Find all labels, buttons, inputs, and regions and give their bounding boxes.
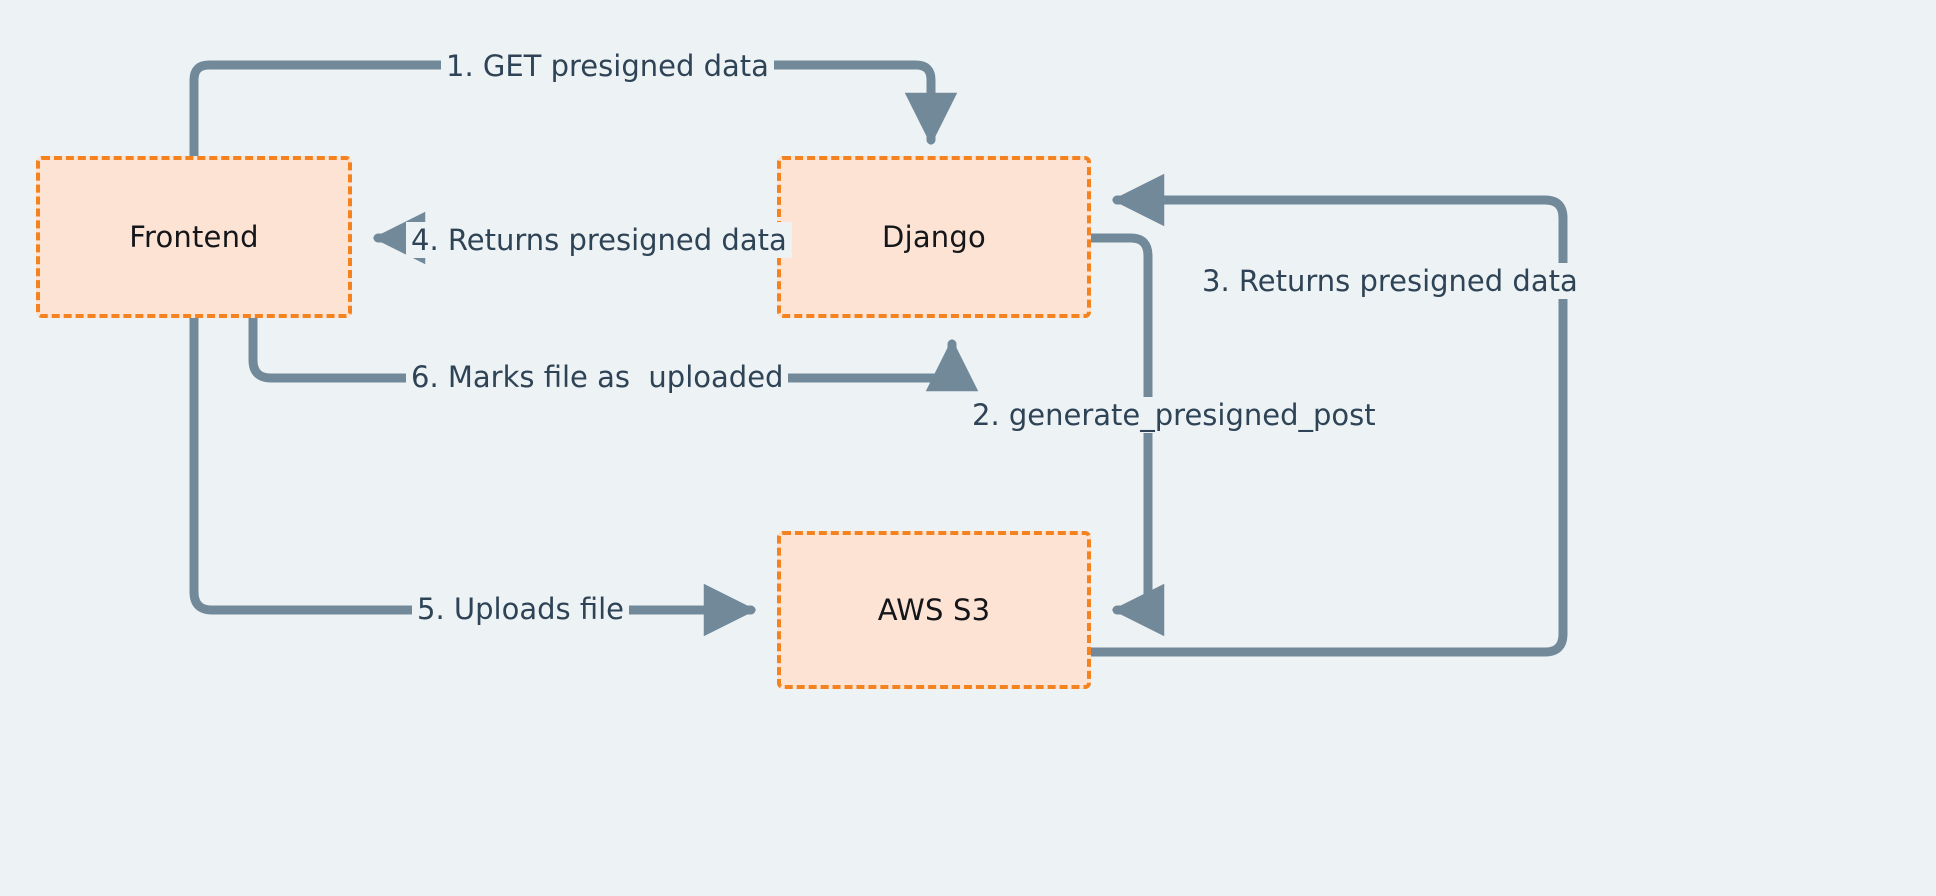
- edge-label-3-returns-presigned-data: 3. Returns presigned data: [1197, 263, 1583, 299]
- node-django-label: Django: [882, 220, 986, 254]
- edge-path-5-uploads-file: [189, 313, 757, 637]
- node-frontend-label: Frontend: [129, 220, 259, 254]
- edge-label-2-generate-presigned-post: 2. generate_presigned_post: [967, 397, 1381, 433]
- edge-label-5-uploads-file: 5. Uploads file: [412, 591, 629, 627]
- node-django[interactable]: Django: [777, 156, 1091, 318]
- edge-label-6-marks-file-as-uploaded: 6. Marks file as uploaded: [406, 359, 789, 395]
- edge-path-3-returns-presigned-data: [1086, 173, 1568, 657]
- edge-label-1-get-presigned-data: 1. GET presigned data: [441, 48, 774, 84]
- node-aws-s3[interactable]: AWS S3: [777, 531, 1091, 689]
- node-aws-s3-label: AWS S3: [877, 593, 991, 627]
- node-frontend[interactable]: Frontend: [36, 156, 352, 318]
- edge-label-4-returns-presigned-data: 4. Returns presigned data: [406, 222, 792, 258]
